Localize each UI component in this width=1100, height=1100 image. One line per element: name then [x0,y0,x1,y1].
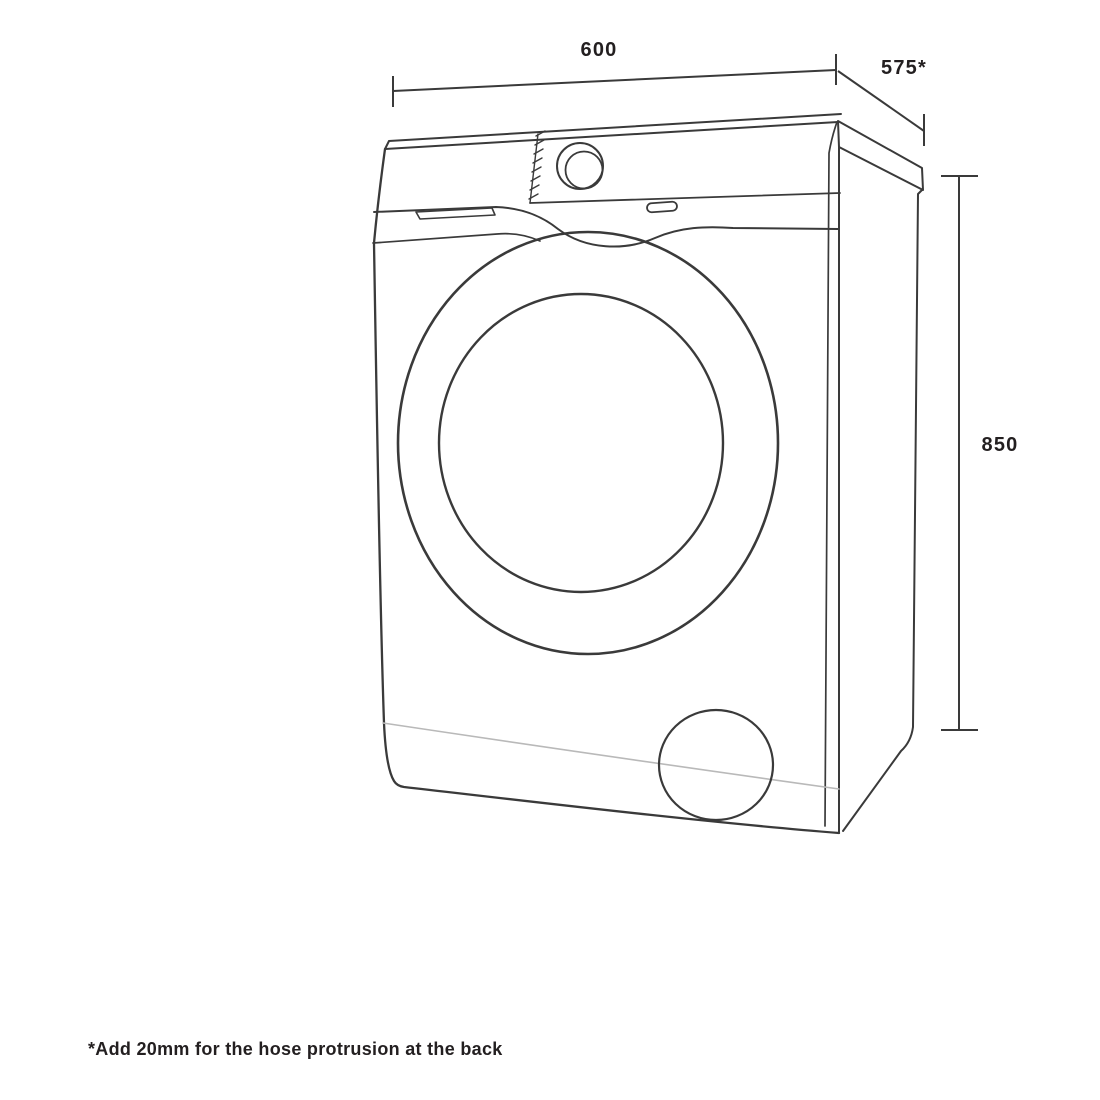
pump-filter-cap [657,708,775,822]
door-inner-ring [437,292,725,594]
depth-dimension-annotation: 575* [837,57,927,146]
machine-top-right-band [837,120,924,191]
panel-bottom-curve [373,206,839,248]
control-panel-bottom-line [529,192,841,204]
width-dimension-label: 600 [581,39,618,61]
control-knob-outer [556,142,604,190]
machine-right-inner-edge [824,121,838,827]
height-dimension-label: 850 [982,434,1019,456]
kick-panel-line [382,722,840,790]
machine-side-panel-edges [842,189,923,832]
door-outer-ring [396,230,780,656]
width-dimension-annotation: 600 [392,39,837,107]
machine-top-edge [384,113,842,150]
dimension-annotations: 600 575* 850 [392,39,1019,731]
washing-machine-drawing [372,113,924,835]
width-dimension-line [392,69,837,92]
height-dimension-annotation: 850 [941,175,1019,731]
depth-dimension-label: 575* [881,57,927,79]
control-knob-inner [564,150,604,190]
depth-dimension-line [837,70,925,132]
footnote: *Add 20mm for the hose protrusion at the… [88,1039,503,1059]
machine-front-outline [372,147,841,835]
front-crease-line [372,232,541,244]
panel-button [646,200,678,214]
detergent-drawer-handle [415,207,496,220]
control-panel-divider-hatch [528,130,546,204]
